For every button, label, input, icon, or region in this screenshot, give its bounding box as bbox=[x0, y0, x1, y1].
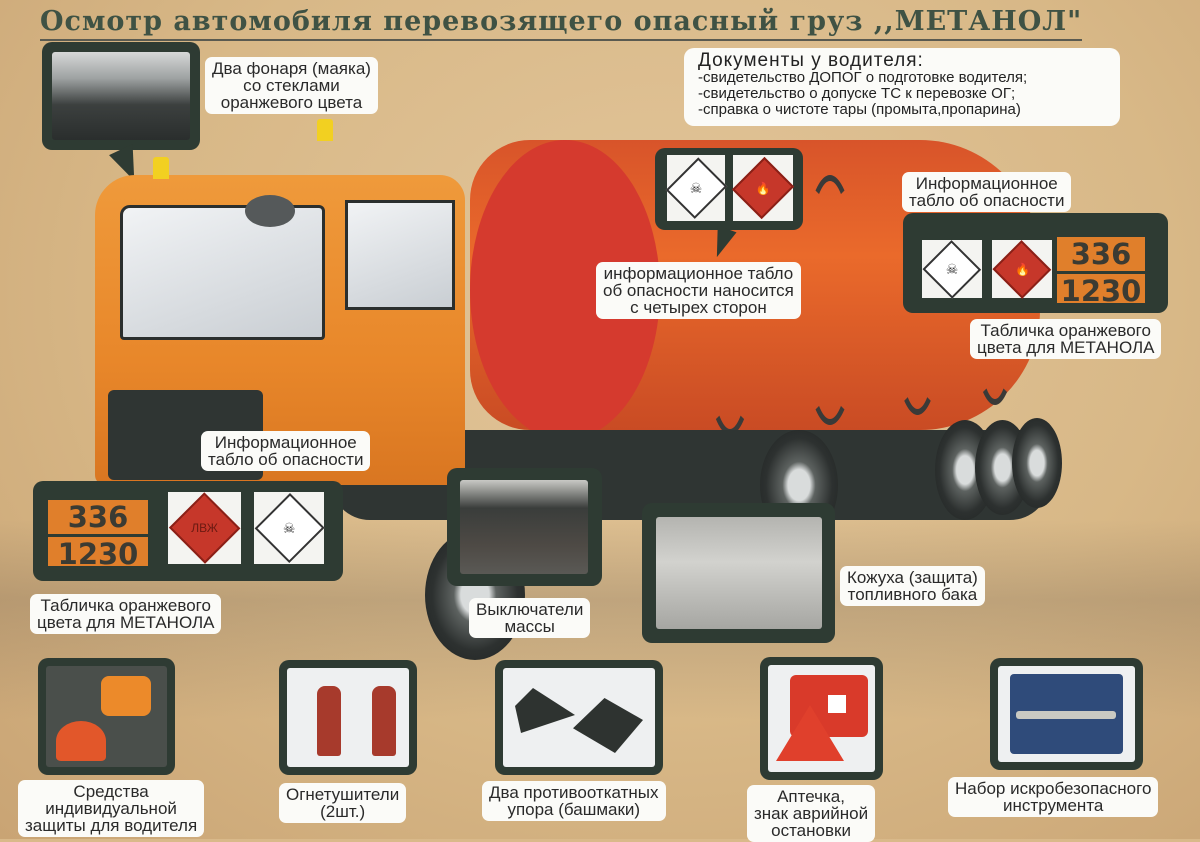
flame-icon: ЛВЖ bbox=[168, 492, 241, 564]
beacon-photo bbox=[52, 52, 190, 140]
fuel-tank-photo bbox=[656, 517, 822, 629]
mirror bbox=[245, 195, 295, 227]
fuel-tank-panel bbox=[642, 503, 835, 643]
beacon-light-icon bbox=[153, 157, 169, 179]
ppe-icon bbox=[46, 666, 167, 767]
orange-hazard-plate: 336 1230 bbox=[1055, 235, 1147, 308]
label-line: (2шт.) bbox=[320, 802, 366, 821]
flame-icon: 🔥 bbox=[992, 239, 1052, 299]
label-line: цвета для МЕТАНОЛА bbox=[37, 613, 215, 632]
side-window bbox=[345, 200, 455, 310]
documents-heading: Документы у водителя: bbox=[698, 50, 924, 71]
label-line: Средства bbox=[73, 782, 149, 801]
toolkit-icon bbox=[998, 666, 1135, 762]
beacon-photo-panel bbox=[42, 42, 200, 150]
label-line: Табличка оранжевого bbox=[40, 596, 211, 615]
label-line: Огнетушители bbox=[286, 785, 400, 804]
toolkit-panel bbox=[990, 658, 1143, 770]
label-line: табло об опасности bbox=[909, 191, 1065, 210]
wheel-chock-panel bbox=[495, 660, 663, 775]
documents-item: -свидетельство о допуске ТС к перевозке … bbox=[698, 85, 1016, 102]
equipment-label: Средства индивидуальной защиты для водит… bbox=[18, 780, 205, 837]
un-number: 1230 bbox=[48, 534, 148, 571]
hazard-id-number: 336 bbox=[1070, 237, 1132, 271]
equipment-label: Набор искробезопасного инструмента bbox=[948, 777, 1159, 817]
skull-icon: ☠ bbox=[253, 492, 325, 564]
label-line: остановки bbox=[771, 821, 851, 840]
label-line: инструмента bbox=[1003, 796, 1104, 815]
beacon-light-icon bbox=[317, 119, 333, 141]
mass-switch-label: Выключатели массы bbox=[469, 598, 591, 638]
label-line: массы bbox=[504, 617, 555, 636]
toxic-placard: ☠ bbox=[922, 239, 982, 299]
tank-side-label: информационное табло об опасности наноси… bbox=[596, 262, 801, 319]
flammable-placard: 🔥 bbox=[731, 155, 795, 221]
rear-info-label: Информационное табло об опасности bbox=[902, 172, 1072, 212]
label-line: Выключатели bbox=[476, 600, 584, 619]
label-line: знак аврийной bbox=[754, 804, 869, 823]
label-line: Два фонаря (маяка) bbox=[212, 59, 371, 78]
first-aid-panel bbox=[760, 657, 883, 780]
skull-icon: ☠ bbox=[922, 239, 982, 299]
label-line: Информационное bbox=[915, 174, 1058, 193]
toxic-placard: ☠ bbox=[253, 492, 325, 564]
first-aid-icon bbox=[768, 665, 875, 772]
label-line: Кожуха (защита) bbox=[847, 568, 978, 587]
rear-plate-label: Табличка оранжевого цвета для МЕТАНОЛА bbox=[970, 319, 1162, 359]
fuel-tank-label: Кожуха (защита) топливного бака bbox=[840, 566, 985, 606]
equipment-label: Аптечка, знак аврийной остановки bbox=[747, 785, 876, 842]
equipment-label: Огнетушители (2шт.) bbox=[279, 783, 407, 823]
un-number: 1230 bbox=[1057, 271, 1145, 308]
fire-extinguisher-icon bbox=[287, 668, 409, 767]
label-line: Табличка оранжевого bbox=[980, 321, 1151, 340]
label-line: с четырех сторон bbox=[630, 298, 767, 317]
front-plate-label: Табличка оранжевого цвета для МЕТАНОЛА bbox=[30, 594, 222, 634]
wheel bbox=[1012, 418, 1062, 508]
ppe-panel bbox=[38, 658, 175, 775]
hazard-id-number: 336 bbox=[67, 500, 129, 534]
flammable-placard: 🔥 bbox=[992, 239, 1052, 299]
documents-item: -справка о чистоте тары (промыта,пропари… bbox=[698, 101, 1021, 118]
skull-icon: ☠ bbox=[665, 157, 727, 219]
documents-box: Документы у водителя: -свидетельство ДОП… bbox=[684, 48, 1120, 126]
beacons-label: Два фонаря (маяка) со стеклами оранжевог… bbox=[205, 57, 378, 114]
toxic-placard: ☠ bbox=[665, 155, 727, 221]
label-line: цвета для МЕТАНОЛА bbox=[977, 338, 1155, 357]
windshield bbox=[120, 205, 325, 340]
orange-hazard-plate: 336 1230 bbox=[46, 498, 150, 571]
label-line: Информационное bbox=[214, 433, 357, 452]
mass-switch-panel bbox=[447, 468, 602, 586]
label-line: Два противооткатных bbox=[489, 783, 659, 802]
label-line: индивидуальной bbox=[45, 799, 177, 818]
label-line: Набор искробезопасного bbox=[955, 779, 1152, 798]
label-line: информационное табло bbox=[603, 264, 794, 283]
label-line: об опасности наносится bbox=[603, 281, 794, 300]
flame-icon: 🔥 bbox=[731, 156, 795, 220]
equipment-label: Два противооткатных упора (башмаки) bbox=[482, 781, 666, 821]
wheel-chock-icon bbox=[503, 668, 655, 767]
label-line: защиты для водителя bbox=[25, 816, 198, 835]
label-line: Аптечка, bbox=[777, 787, 845, 806]
front-info-label: Информационное табло об опасности bbox=[201, 431, 371, 471]
label-line: со стеклами bbox=[243, 76, 340, 95]
label-line: упора (башмаки) bbox=[507, 800, 641, 819]
page-title: Осмотр автомобиля перевозящего опасный г… bbox=[40, 6, 1083, 41]
label-line: топливного бака bbox=[847, 585, 978, 604]
documents-item: -свидетельство ДОПОГ о подготовке водите… bbox=[698, 69, 1028, 86]
mass-switch-photo bbox=[460, 480, 588, 574]
flammable-placard: ЛВЖ bbox=[168, 492, 241, 564]
extinguisher-panel bbox=[279, 660, 417, 775]
label-line: табло об опасности bbox=[208, 450, 364, 469]
tank-ring bbox=[800, 175, 860, 425]
label-line: оранжевого цвета bbox=[220, 93, 363, 112]
